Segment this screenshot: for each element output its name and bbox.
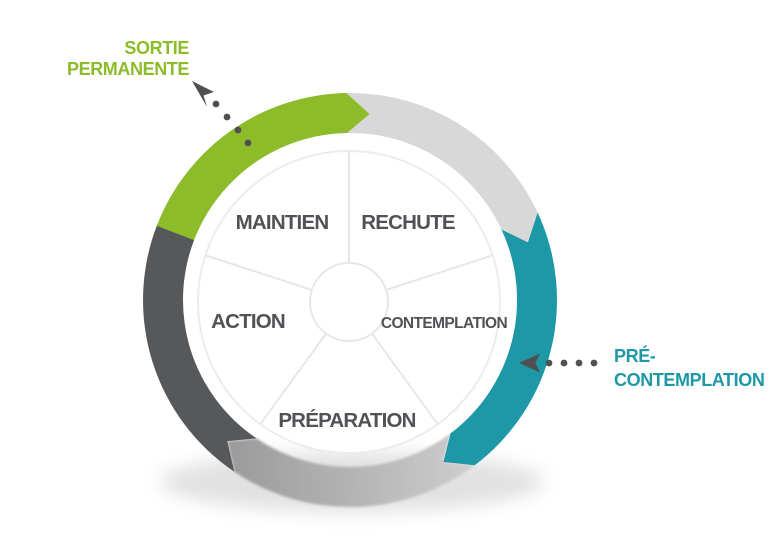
- sortie-callout-line1: SORTIE: [124, 38, 189, 58]
- exit-dotted-arrow: [192, 81, 252, 147]
- wheel-hub: [309, 262, 389, 342]
- stage-rechute-label: RECHUTE: [361, 211, 455, 234]
- stage-contemplation-label: CONTEMPLATION: [381, 315, 508, 332]
- divider-lower-right: [371, 333, 439, 425]
- wheel-dividers: [205, 151, 493, 425]
- ring-segment-dark: [143, 212, 257, 472]
- sortie-permanente-callout: SORTIE PERMANENTE: [67, 38, 190, 79]
- dot: [560, 359, 568, 367]
- stage-maintien-label: MAINTIEN: [236, 211, 329, 234]
- sortie-callout-line2: PERMANENTE: [67, 59, 189, 79]
- stage-action-label: ACTION: [211, 310, 285, 333]
- dot: [590, 359, 598, 367]
- dot: [234, 126, 242, 134]
- divider-upper-right: [385, 254, 493, 291]
- entry-dotted-arrow: [519, 353, 598, 373]
- dot: [223, 113, 231, 121]
- stage-preparation-label: PRÉPARATION: [278, 409, 415, 432]
- ring-segment-light: [346, 92, 538, 243]
- dot: [545, 359, 553, 367]
- inner-wheel: MAINTIEN RECHUTE CONTEMPLATION ACTION PR…: [197, 150, 508, 454]
- ring-segment-green: [156, 93, 370, 241]
- divider-upper-left: [205, 254, 313, 291]
- exit-arrow-head-icon: [192, 81, 214, 107]
- pre-callout-line2: CONTEMPLATION: [614, 370, 764, 390]
- dot: [244, 139, 252, 147]
- outer-ring: [143, 92, 558, 508]
- dot: [212, 100, 220, 108]
- precontemplation-callout: PRÉ- CONTEMPLATION: [614, 345, 765, 390]
- entry-arrow-head-icon: [519, 353, 540, 373]
- dot: [575, 359, 583, 367]
- divider-lower-left: [259, 333, 327, 425]
- ring-segment-shadow-arrow: [227, 433, 475, 508]
- wheel-labels: MAINTIEN RECHUTE CONTEMPLATION ACTION PR…: [211, 211, 508, 432]
- ring-segment-teal: [443, 212, 558, 466]
- pre-callout-line1: PRÉ-: [614, 345, 656, 366]
